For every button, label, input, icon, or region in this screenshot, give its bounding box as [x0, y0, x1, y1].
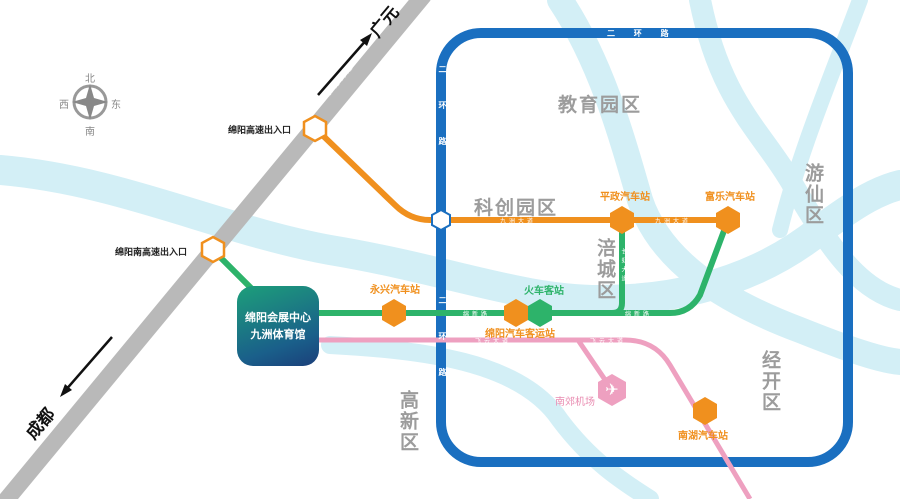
- station-pingzheng: 平政汽车站: [600, 192, 650, 203]
- arrow-south: [63, 336, 113, 393]
- compass-east: 东: [111, 100, 121, 111]
- ring-road-label-left-bottom: 二环路: [438, 296, 447, 404]
- station-train: 火车客站: [524, 286, 564, 297]
- road-changhong: 长虹大道: [620, 248, 627, 284]
- station-fule: 富乐汽车站: [705, 192, 755, 203]
- bus-station-icons: [382, 206, 740, 425]
- district-education-park: 教育园区: [558, 94, 643, 116]
- ring-road-label-top: 二 环 路: [607, 29, 677, 38]
- center-subname: 九洲体育馆: [250, 328, 306, 341]
- station-airport: 南郊机场: [555, 397, 595, 408]
- compass-west: 西: [59, 100, 69, 111]
- district-gaoxin: 高新区: [397, 390, 419, 453]
- ring-road-label-left-top: 二环路: [438, 65, 447, 173]
- compass-icon: [72, 84, 108, 120]
- exit-hex-icons: [200, 114, 328, 264]
- road-jiuzhou-2: 九洲大道: [655, 218, 692, 225]
- orange-line: [312, 125, 728, 223]
- center-name: 绵阳会展中心: [245, 311, 311, 324]
- train-station-icon: [528, 299, 552, 327]
- airport-icon: [598, 374, 626, 406]
- exit-mianyang-south: 绵阳南高速出入口: [115, 248, 188, 258]
- compass-south: 南: [85, 127, 95, 138]
- station-yongxing: 永兴汽车站: [370, 285, 420, 296]
- station-nanhu: 南湖汽车站: [678, 431, 728, 442]
- pink-line: [318, 337, 753, 499]
- interchange-icon: [431, 208, 451, 232]
- district-youxian: 游仙区: [802, 163, 824, 226]
- district-fucheng: 涪城区: [594, 238, 616, 301]
- exit-mianyang: 绵阳高速出入口: [228, 126, 292, 136]
- road-mianxin-1: 绵新路: [463, 311, 491, 318]
- road-feiyun-2: 飞云大道: [590, 338, 627, 345]
- svg-text:✈: ✈: [605, 380, 618, 399]
- exhibition-center-node: 绵阳会展中心 九洲体育馆: [237, 286, 319, 366]
- compass-north: 北: [85, 74, 95, 85]
- second-ring-road: [436, 28, 853, 467]
- arrow-north: [317, 37, 369, 96]
- road-mianxin-2: 绵新路: [625, 311, 653, 318]
- road-feiyun-1: 飞云大道: [475, 338, 512, 345]
- road-jiuzhou-1: 九洲大道: [500, 218, 537, 225]
- district-innovation-park: 科创园区: [474, 197, 559, 219]
- station-mianyang-bus: 绵阳汽车客运站: [485, 329, 555, 340]
- district-jingkai: 经开区: [759, 350, 781, 413]
